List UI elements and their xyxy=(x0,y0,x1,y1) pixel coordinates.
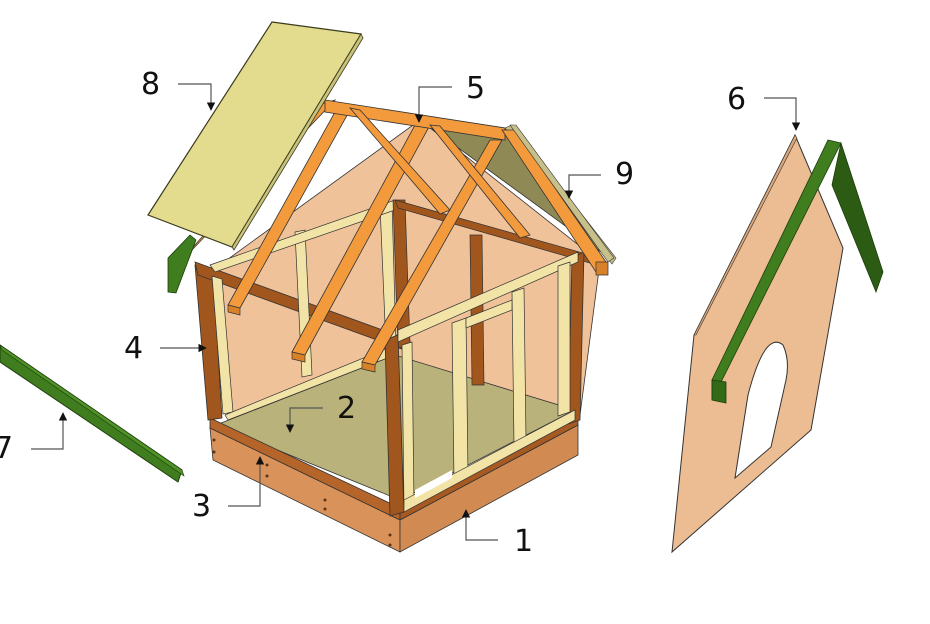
callout-6: 6 xyxy=(727,82,747,117)
callout-7: 7 xyxy=(0,431,14,466)
leader-lines xyxy=(31,83,801,541)
callout-5: 5 xyxy=(466,71,486,106)
roof-sheet-8 xyxy=(147,21,364,251)
trim-board-7 xyxy=(0,344,185,483)
callout-1: 1 xyxy=(514,524,534,559)
callout-4: 4 xyxy=(124,331,144,366)
callout-3: 3 xyxy=(192,489,212,524)
callout-8: 8 xyxy=(141,67,161,102)
callout-9: 9 xyxy=(615,157,635,192)
front-gable-panel-6 xyxy=(671,133,884,554)
callout-2: 2 xyxy=(337,391,357,426)
